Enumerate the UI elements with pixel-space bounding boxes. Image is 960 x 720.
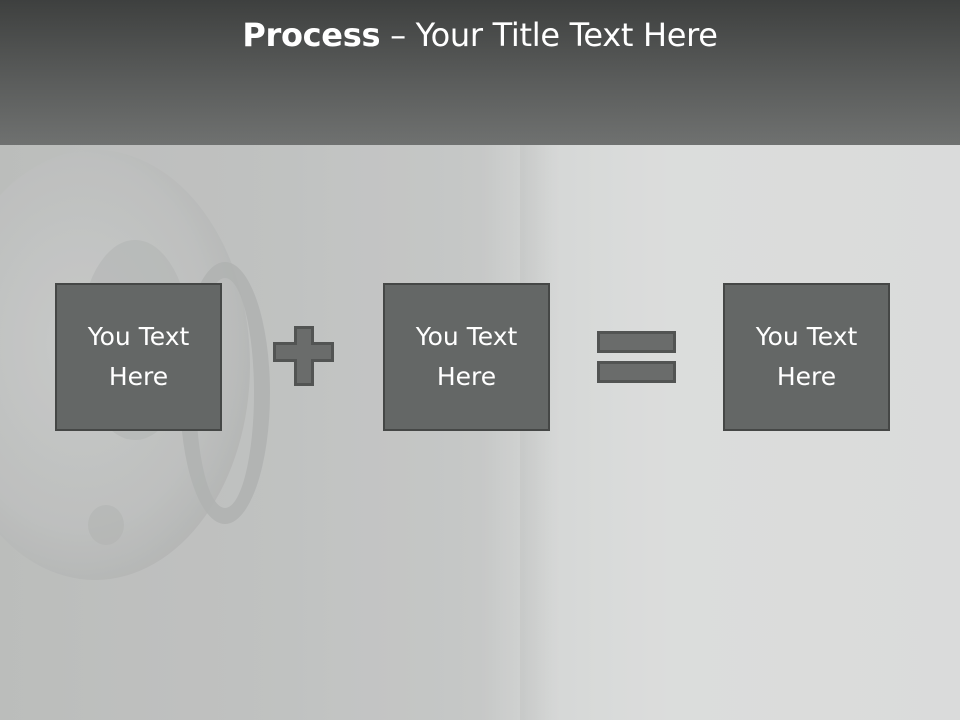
slide-title[interactable]: Process – Your Title Text Here: [242, 15, 718, 54]
process-box-3[interactable]: You Text Here: [723, 283, 890, 431]
background-overlay: [0, 145, 960, 720]
box-1-line-2: Here: [108, 362, 169, 391]
plus-center-fill: [276, 345, 331, 359]
title-regular-text: – Your Title Text Here: [380, 15, 718, 54]
box-3-line-1: You Text: [755, 322, 858, 351]
rivet-graphic: [88, 505, 124, 545]
equals-top-bar: [597, 331, 676, 353]
door-edge-graphic: [520, 145, 560, 720]
title-bold-text: Process: [242, 15, 381, 54]
process-box-2[interactable]: You Text Here: [383, 283, 550, 431]
box-2-line-1: You Text: [415, 322, 518, 351]
equals-bottom-bar: [597, 361, 676, 383]
title-bar: Process – Your Title Text Here: [0, 0, 960, 145]
process-box-1[interactable]: You Text Here: [55, 283, 222, 431]
box-1-line-1: You Text: [87, 322, 190, 351]
box-2-line-2: Here: [436, 362, 497, 391]
box-3-line-2: Here: [776, 362, 837, 391]
